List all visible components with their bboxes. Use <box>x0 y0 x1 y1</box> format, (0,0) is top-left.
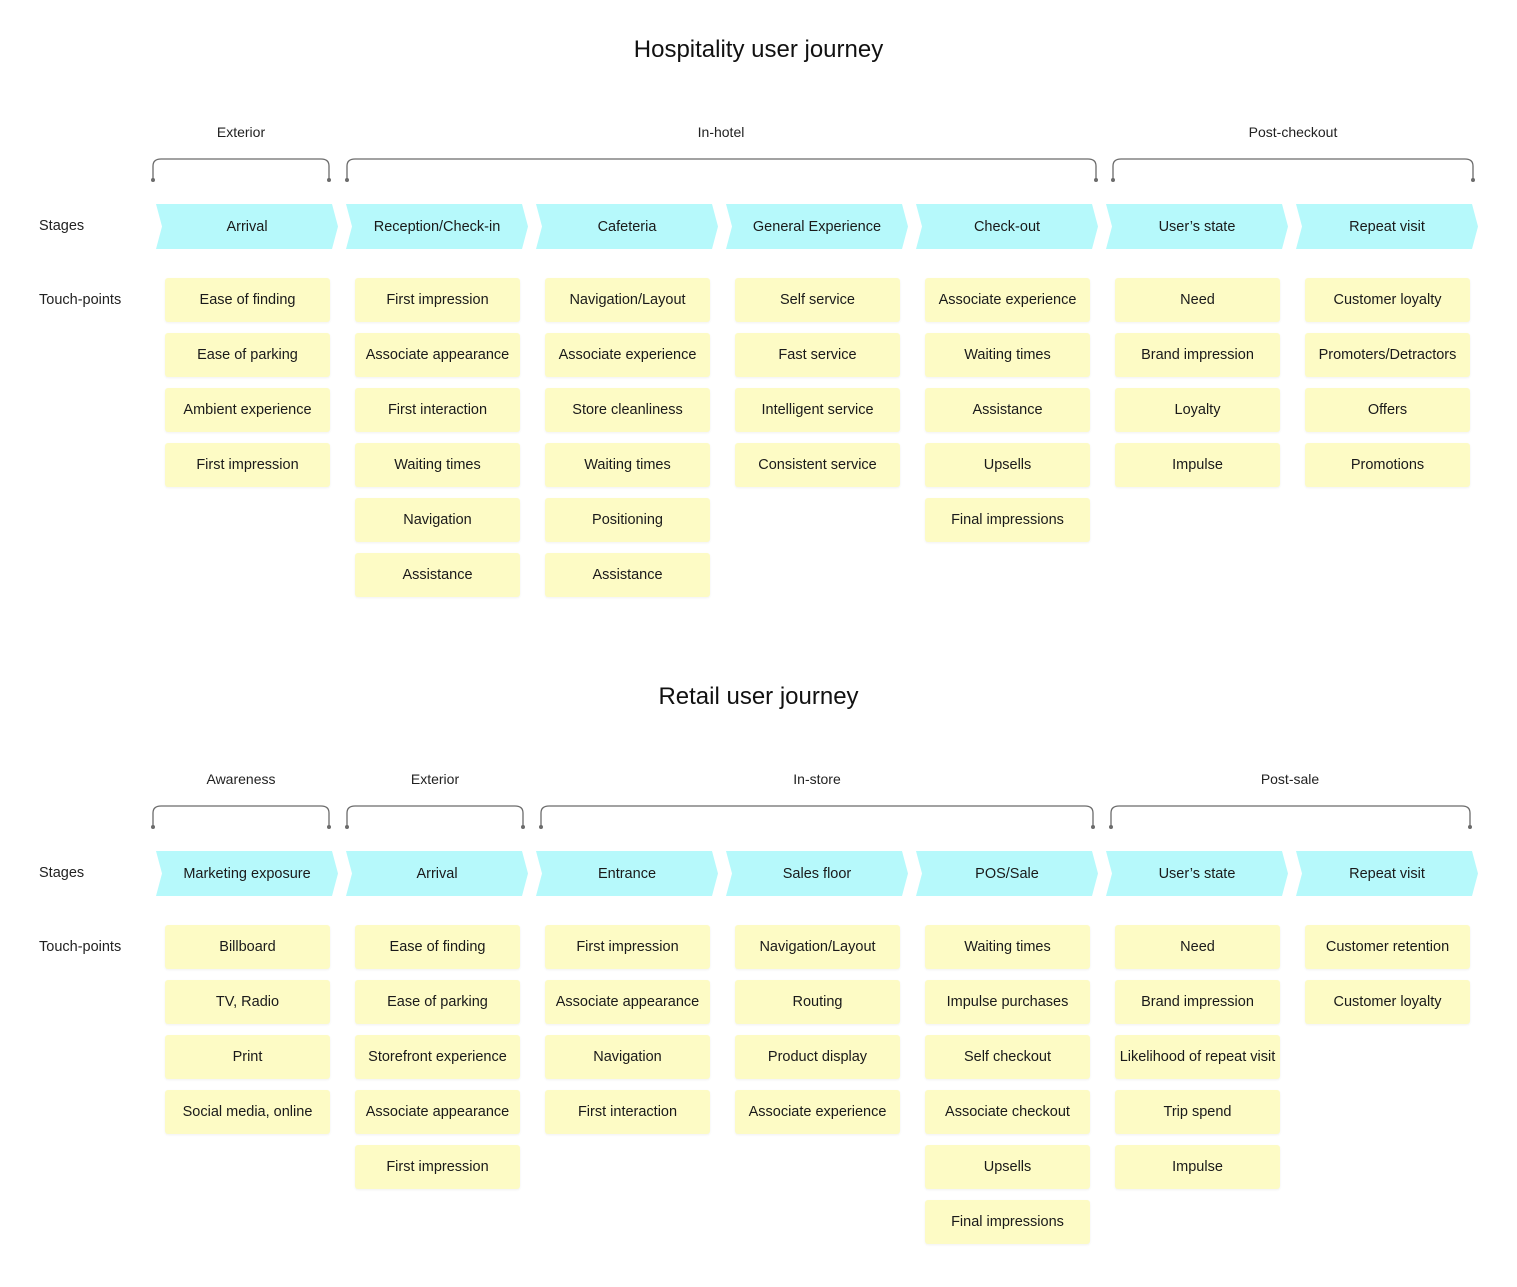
touchpoint-sticky-note[interactable]: TV, Radio <box>165 980 330 1024</box>
touchpoint-sticky-note[interactable]: Store cleanliness <box>545 388 710 432</box>
phase-bracket <box>345 158 1098 182</box>
touchpoint-sticky-note[interactable]: Associate checkout <box>925 1090 1090 1134</box>
touchpoint-sticky-note[interactable]: Associate experience <box>545 333 710 377</box>
touchpoint-sticky-note[interactable]: Upsells <box>925 1145 1090 1189</box>
stage-chevron[interactable]: POS/Sale <box>916 851 1098 896</box>
touchpoint-sticky-note[interactable]: Associate experience <box>925 278 1090 322</box>
touchpoint-sticky-note[interactable]: Waiting times <box>925 925 1090 969</box>
stages-row-label: Stages <box>39 218 85 234</box>
stage-chevron[interactable]: Check-out <box>916 204 1098 249</box>
touchpoint-sticky-note[interactable]: Billboard <box>165 925 330 969</box>
touchpoint-sticky-note[interactable]: Final impressions <box>925 1200 1090 1244</box>
stage-chevron[interactable]: Entrance <box>536 851 718 896</box>
touchpoint-sticky-note[interactable]: Customer loyalty <box>1305 980 1470 1024</box>
touchpoint-sticky-note[interactable]: Brand impression <box>1115 980 1280 1024</box>
stage-chevron[interactable]: Sales floor <box>726 851 908 896</box>
phase-bracket <box>151 158 331 182</box>
touchpoint-sticky-note[interactable]: Impulse purchases <box>925 980 1090 1024</box>
phase-label: Post-checkout <box>1248 124 1338 140</box>
touchpoints-row-label: Touch-points <box>39 939 122 955</box>
phase-label: Post-sale <box>1260 771 1320 787</box>
journey-title: Hospitality user journey <box>633 36 884 63</box>
touchpoint-sticky-note[interactable]: Ease of parking <box>165 333 330 377</box>
touchpoint-sticky-note[interactable]: Upsells <box>925 443 1090 487</box>
stage-chevron[interactable]: Marketing exposure <box>156 851 338 896</box>
stage-chevron[interactable]: Cafeteria <box>536 204 718 249</box>
touchpoint-sticky-note[interactable]: Assistance <box>355 553 520 597</box>
touchpoint-sticky-note[interactable]: Navigation <box>355 498 520 542</box>
touchpoint-sticky-note[interactable]: Trip spend <box>1115 1090 1280 1134</box>
stage-chevron[interactable]: Arrival <box>156 204 338 249</box>
phase-bracket <box>1109 805 1472 829</box>
stage-chevron[interactable]: Reception/Check-in <box>346 204 528 249</box>
touchpoint-sticky-note[interactable]: Self service <box>735 278 900 322</box>
touchpoint-sticky-note[interactable]: Ease of finding <box>355 925 520 969</box>
touchpoints-row-label: Touch-points <box>39 292 122 308</box>
touchpoint-sticky-note[interactable]: Print <box>165 1035 330 1079</box>
touchpoint-sticky-note[interactable]: Impulse <box>1115 1145 1280 1189</box>
phase-bracket <box>539 805 1095 829</box>
phase-bracket <box>345 805 525 829</box>
touchpoint-sticky-note[interactable]: Need <box>1115 925 1280 969</box>
touchpoint-sticky-note[interactable]: Likelihood of repeat visit <box>1115 1035 1280 1079</box>
phase-label: Exterior <box>410 771 460 787</box>
phase-label: Awareness <box>206 771 276 787</box>
touchpoint-sticky-note[interactable]: Waiting times <box>355 443 520 487</box>
touchpoint-sticky-note[interactable]: Need <box>1115 278 1280 322</box>
touchpoint-sticky-note[interactable]: Impulse <box>1115 443 1280 487</box>
touchpoint-sticky-note[interactable]: First impression <box>355 278 520 322</box>
touchpoint-sticky-note[interactable]: Positioning <box>545 498 710 542</box>
stage-chevron[interactable]: Repeat visit <box>1296 851 1478 896</box>
phase-label: In-hotel <box>697 124 745 140</box>
touchpoint-sticky-note[interactable]: Customer retention <box>1305 925 1470 969</box>
touchpoint-sticky-note[interactable]: Waiting times <box>925 333 1090 377</box>
stage-chevron[interactable]: Repeat visit <box>1296 204 1478 249</box>
touchpoint-sticky-note[interactable]: First interaction <box>545 1090 710 1134</box>
touchpoint-sticky-note[interactable]: Navigation/Layout <box>545 278 710 322</box>
phase-bracket <box>1111 158 1475 182</box>
journey-title: Retail user journey <box>658 683 859 710</box>
touchpoint-sticky-note[interactable]: Ease of finding <box>165 278 330 322</box>
phase-bracket <box>151 805 331 829</box>
touchpoint-sticky-note[interactable]: Waiting times <box>545 443 710 487</box>
touchpoint-sticky-note[interactable]: Ambient experience <box>165 388 330 432</box>
stages-row-label: Stages <box>39 865 85 881</box>
touchpoint-sticky-note[interactable]: Associate appearance <box>355 333 520 377</box>
touchpoint-sticky-note[interactable]: First impression <box>355 1145 520 1189</box>
phase-label: In-store <box>793 771 841 787</box>
touchpoint-sticky-note[interactable]: Loyalty <box>1115 388 1280 432</box>
touchpoint-sticky-note[interactable]: Routing <box>735 980 900 1024</box>
stage-chevron[interactable]: General Experience <box>726 204 908 249</box>
touchpoint-sticky-note[interactable]: Brand impression <box>1115 333 1280 377</box>
stage-chevron[interactable]: Arrival <box>346 851 528 896</box>
touchpoint-sticky-note[interactable]: Associate appearance <box>355 1090 520 1134</box>
touchpoint-sticky-note[interactable]: Offers <box>1305 388 1470 432</box>
touchpoint-sticky-note[interactable]: Social media, online <box>165 1090 330 1134</box>
touchpoint-sticky-note[interactable]: Assistance <box>925 388 1090 432</box>
touchpoint-sticky-note[interactable]: Associate appearance <box>545 980 710 1024</box>
touchpoint-sticky-note[interactable]: Navigation/Layout <box>735 925 900 969</box>
touchpoint-sticky-note[interactable]: Associate experience <box>735 1090 900 1134</box>
touchpoint-sticky-note[interactable]: Customer loyalty <box>1305 278 1470 322</box>
touchpoint-sticky-note[interactable]: First impression <box>545 925 710 969</box>
phase-label: Exterior <box>216 124 266 140</box>
touchpoint-sticky-note[interactable]: Promotions <box>1305 443 1470 487</box>
touchpoint-sticky-note[interactable]: Fast service <box>735 333 900 377</box>
touchpoint-sticky-note[interactable]: Storefront experience <box>355 1035 520 1079</box>
touchpoint-sticky-note[interactable]: First interaction <box>355 388 520 432</box>
touchpoint-sticky-note[interactable]: Promoters/Detractors <box>1305 333 1470 377</box>
stage-chevron[interactable]: User’s state <box>1106 204 1288 249</box>
touchpoint-sticky-note[interactable]: Final impressions <box>925 498 1090 542</box>
touchpoint-sticky-note[interactable]: Navigation <box>545 1035 710 1079</box>
stage-chevron[interactable]: User’s state <box>1106 851 1288 896</box>
touchpoint-sticky-note[interactable]: Consistent service <box>735 443 900 487</box>
touchpoint-sticky-note[interactable]: Self checkout <box>925 1035 1090 1079</box>
touchpoint-sticky-note[interactable]: First impression <box>165 443 330 487</box>
touchpoint-sticky-note[interactable]: Product display <box>735 1035 900 1079</box>
touchpoint-sticky-note[interactable]: Ease of parking <box>355 980 520 1024</box>
touchpoint-sticky-note[interactable]: Assistance <box>545 553 710 597</box>
touchpoint-sticky-note[interactable]: Intelligent service <box>735 388 900 432</box>
